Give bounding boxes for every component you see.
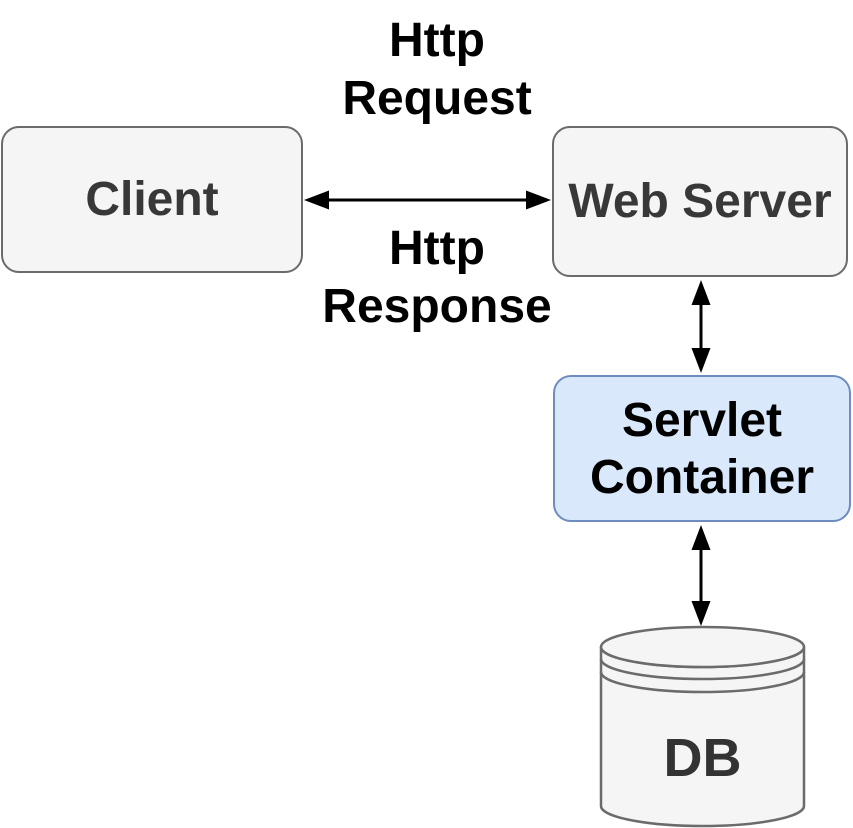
node-db-label: DB	[663, 728, 742, 788]
edge-label-http-request: Http Request	[342, 14, 532, 125]
db-cylinder-shape	[599, 625, 806, 828]
node-servlet-container-label: Servlet Container	[589, 393, 814, 504]
node-web-server-label: Web Server	[568, 175, 832, 228]
arrow-webserver-servlet	[691, 280, 711, 373]
node-servlet-container: Servlet Container	[553, 375, 851, 522]
edge-label-http-response: Http Response	[322, 222, 552, 333]
arrow-client-webserver	[304, 190, 551, 210]
node-web-server: Web Server	[552, 126, 848, 277]
node-client: Client	[1, 126, 303, 273]
arrow-servlet-db	[691, 525, 711, 626]
node-client-label: Client	[85, 173, 219, 226]
